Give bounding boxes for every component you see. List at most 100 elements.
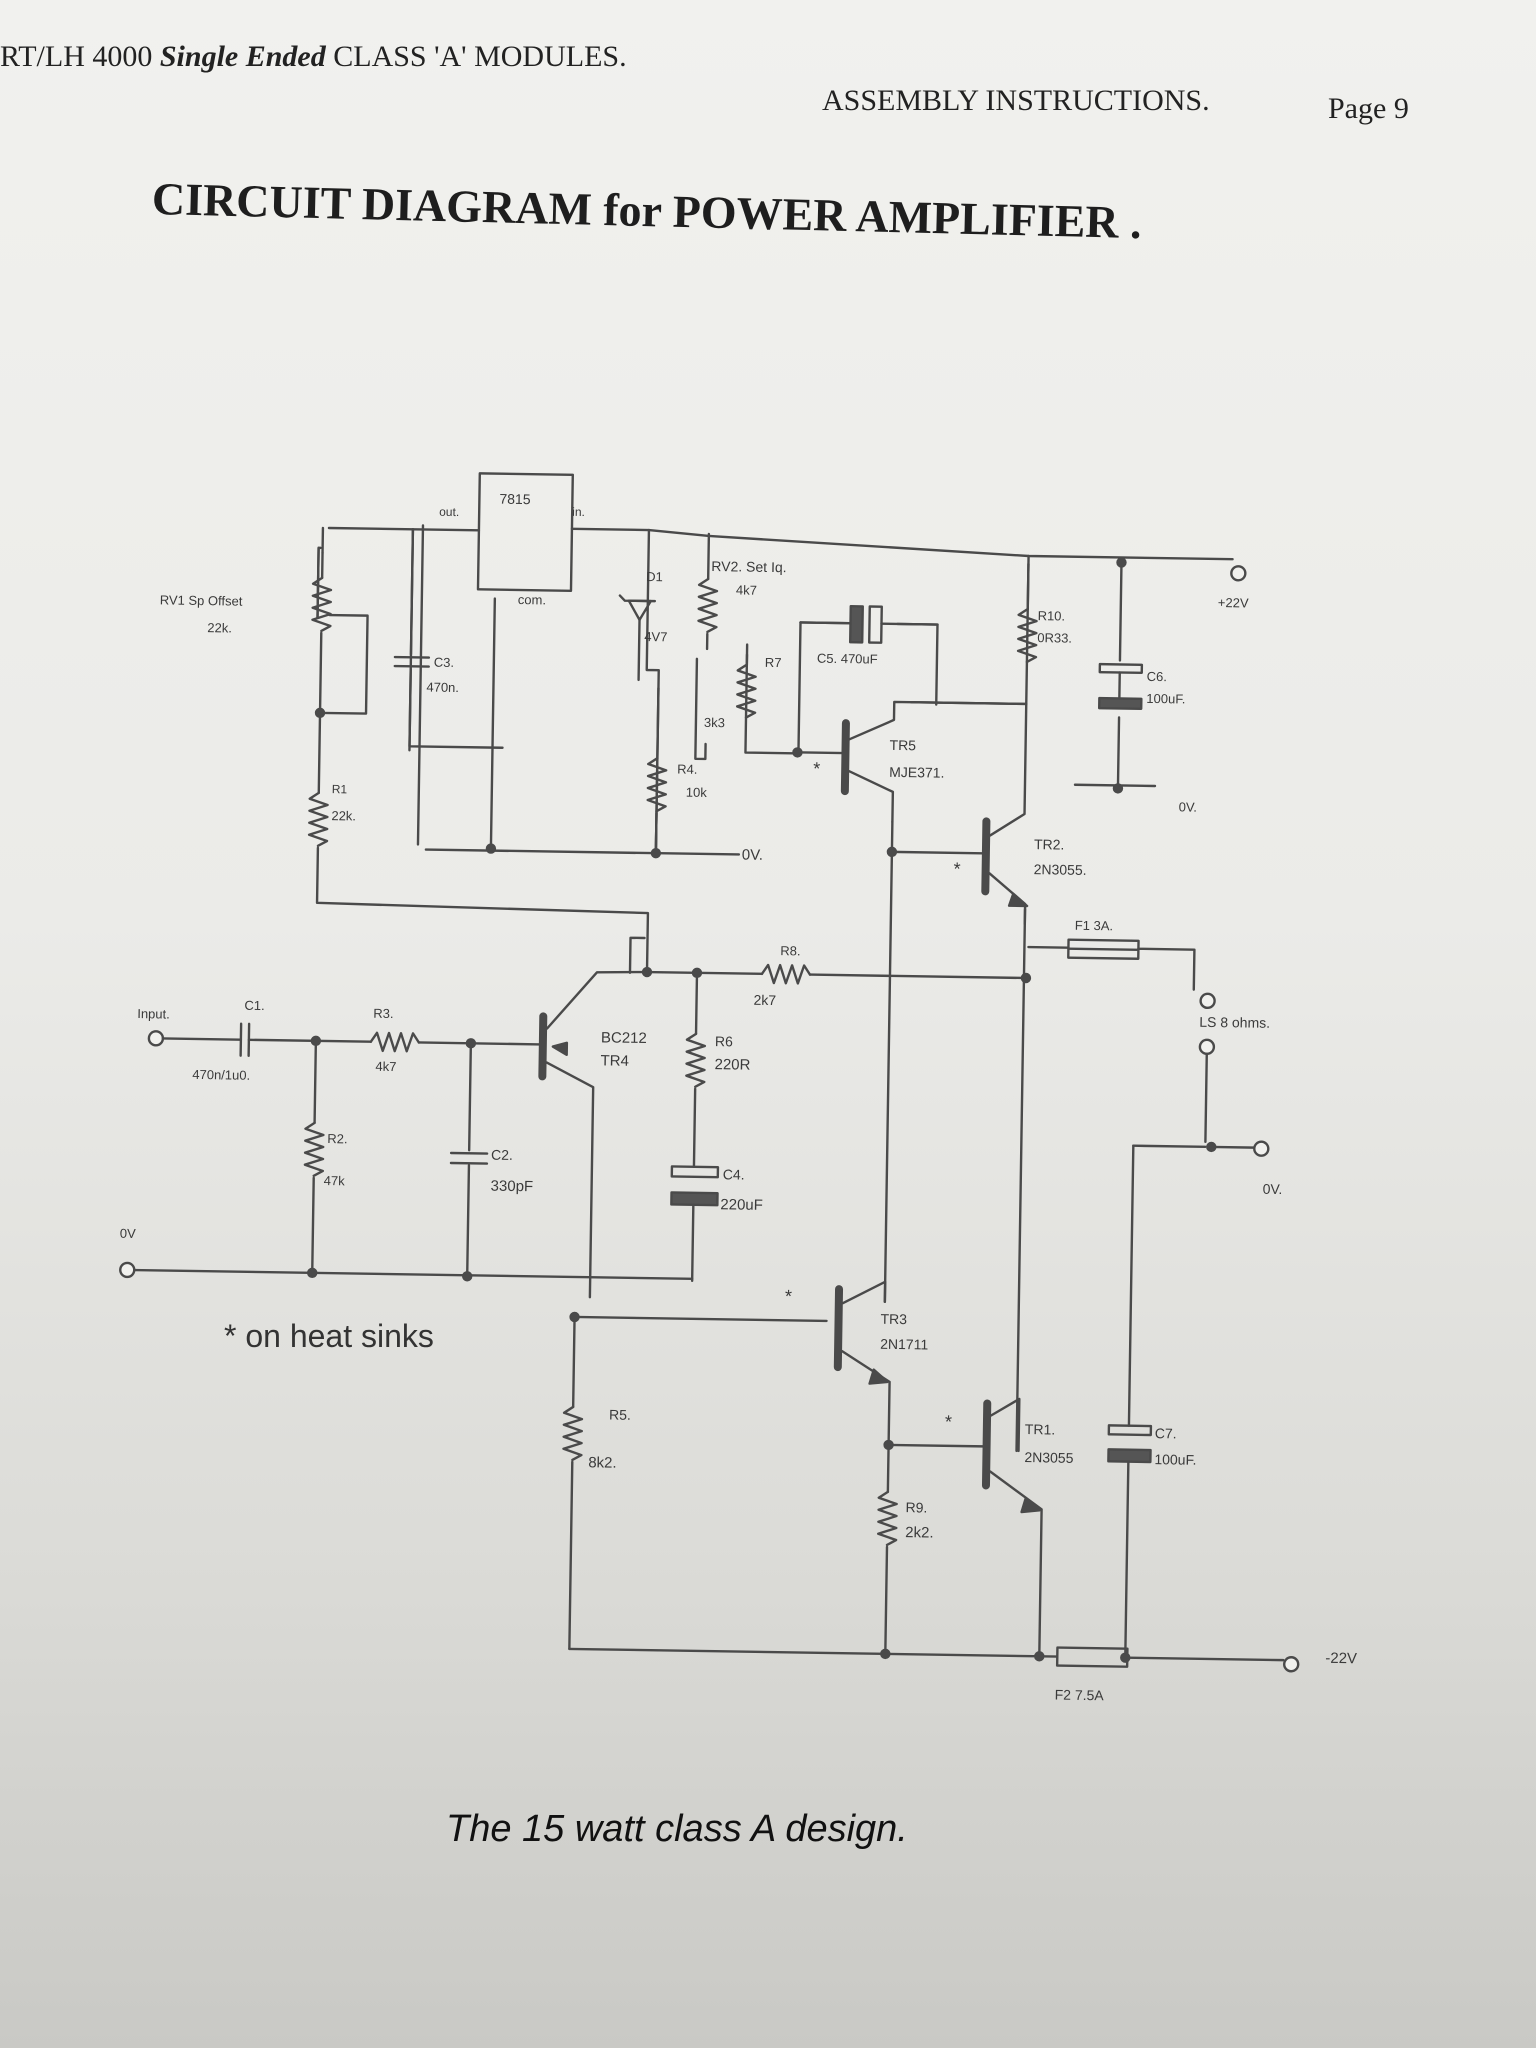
label-c6-value: 100uF. bbox=[1146, 691, 1185, 707]
label-f2: F2 7.5A bbox=[1055, 1687, 1105, 1704]
resistor-r5 bbox=[562, 1315, 584, 1651]
section-title: ASSEMBLY INSTRUCTIONS. bbox=[822, 84, 1210, 117]
fuse-f1 bbox=[1027, 938, 1196, 991]
resistor-r9 bbox=[877, 1443, 898, 1656]
label-reg-in: in. bbox=[572, 505, 585, 519]
label-0v-mid: 0V. bbox=[742, 847, 763, 864]
output-node-wires bbox=[628, 820, 1027, 1453]
module-title: RT/LH 4000 Single Ended CLASS 'A' MODULE… bbox=[0, 40, 627, 74]
label-c1-value: 470n/1u0. bbox=[192, 1067, 250, 1083]
resistor-r10 bbox=[1016, 562, 1038, 664]
label-r7-name: R7 bbox=[765, 655, 782, 670]
transistor-tr1 bbox=[883, 1397, 1043, 1658]
label-r2-value: 47k bbox=[324, 1173, 346, 1188]
label-rv1-value: 22k. bbox=[207, 620, 232, 635]
label-0v-out: 0V. bbox=[1263, 1181, 1283, 1197]
label-c3-name: C3. bbox=[434, 655, 454, 670]
transistor-tr2 bbox=[886, 702, 1029, 926]
label-r5-value: 8k2. bbox=[588, 1454, 617, 1471]
resistor-r8 bbox=[641, 963, 1032, 985]
resistor-r7 bbox=[735, 653, 757, 719]
label-0v-in: 0V bbox=[120, 1226, 136, 1241]
label-c7-name: C7. bbox=[1155, 1425, 1177, 1441]
label-r2-name: R2. bbox=[327, 1131, 347, 1146]
label-f1: F1 3A. bbox=[1075, 918, 1114, 934]
label-rv1-name: RV1 Sp Offset bbox=[160, 592, 243, 608]
label-r4-value: 10k bbox=[686, 785, 708, 800]
heatsink-mark-tr3: * bbox=[785, 1286, 792, 1306]
label-c3-value: 470n. bbox=[426, 680, 459, 696]
label-r6-name: R6 bbox=[715, 1033, 733, 1049]
zero-volt-rail-mid bbox=[424, 843, 741, 859]
zener-diode-d1 bbox=[618, 594, 657, 682]
input-stage bbox=[147, 1022, 543, 1058]
label-c4-value: 220uF bbox=[720, 1196, 763, 1214]
label-c6-name: C6. bbox=[1147, 669, 1167, 684]
label-tr2-type: 2N3055. bbox=[1034, 861, 1087, 878]
label-r10-value: 0R33. bbox=[1037, 630, 1072, 646]
label-r8-value: 2k7 bbox=[753, 992, 776, 1008]
label-r3-name: R3. bbox=[373, 1006, 393, 1021]
capacitor-c2 bbox=[449, 1042, 489, 1279]
label-d1-value: 4V7 bbox=[644, 629, 667, 644]
label-rv2-value: 4k7 bbox=[736, 582, 757, 597]
label-reg-out: out. bbox=[439, 505, 459, 519]
figure-caption: The 15 watt class A design. bbox=[446, 1808, 908, 1850]
label-d1-name: D1 bbox=[646, 569, 663, 584]
label-tr2-name: TR2. bbox=[1034, 836, 1065, 852]
label-c2-value: 330pF bbox=[490, 1178, 533, 1196]
page-header: RT/LH 4000 Single Ended CLASS 'A' MODULE… bbox=[0, 22, 1536, 125]
loudspeaker-terminals bbox=[1132, 992, 1270, 1157]
label-r4-name: R4. bbox=[677, 762, 697, 777]
label-c4-name: C4. bbox=[723, 1166, 745, 1182]
resistor-r2 bbox=[303, 1039, 325, 1277]
resistor-r4 bbox=[646, 756, 668, 855]
heatsink-note: * on heat sinks bbox=[224, 1318, 434, 1354]
resistor-r6 bbox=[685, 971, 707, 1169]
label-tr1-type: 2N3055 bbox=[1024, 1449, 1074, 1466]
label-c1-name: C1. bbox=[244, 998, 264, 1013]
module-title-suffix: CLASS 'A' MODULES. bbox=[333, 40, 627, 73]
capacitor-c6 bbox=[1097, 662, 1144, 794]
module-title-prefix: RT/LH 4000 bbox=[0, 40, 153, 73]
capacitor-c4 bbox=[670, 1165, 720, 1282]
module-title-emphasis: Single Ended bbox=[159, 40, 326, 73]
label-c5: C5. 470uF bbox=[817, 651, 878, 667]
transistor-tr4 bbox=[538, 970, 649, 1299]
label-c2-name: C2. bbox=[491, 1147, 513, 1163]
label-0v-top: 0V. bbox=[1179, 799, 1198, 814]
resistor-r1 bbox=[307, 711, 650, 974]
label-reg-com: com. bbox=[518, 592, 546, 607]
capacitor-c3 bbox=[393, 528, 431, 752]
label-tr3-name: TR3 bbox=[880, 1311, 907, 1327]
label-minus-22v: -22V bbox=[1325, 1650, 1357, 1667]
label-r1-name: R1 bbox=[332, 782, 348, 796]
capacitor-c7 bbox=[1107, 1144, 1153, 1659]
rv1-potentiometer bbox=[311, 551, 369, 719]
zero-volt-rail-input bbox=[119, 1261, 694, 1282]
page-number: Page 9 bbox=[1328, 92, 1409, 125]
label-plus-22v: +22V bbox=[1218, 595, 1249, 610]
capacitor-c5 bbox=[799, 605, 939, 644]
rv2-potentiometer bbox=[697, 577, 719, 651]
label-r9-value: 2k2. bbox=[905, 1524, 934, 1541]
label-r9-name: R9. bbox=[905, 1499, 927, 1515]
label-r8-name: R8. bbox=[780, 943, 800, 958]
label-c7-value: 100uF. bbox=[1154, 1451, 1196, 1468]
transistor-tr3 bbox=[569, 1280, 891, 1444]
plus-22v-terminal bbox=[1116, 557, 1247, 582]
label-tr1-name: TR1. bbox=[1025, 1421, 1056, 1437]
heatsink-mark-tr5: * bbox=[813, 759, 820, 779]
label-r1-value: 22k. bbox=[331, 808, 356, 823]
label-tr5-name: TR5 bbox=[889, 737, 916, 753]
label-tr3-type: 2N1711 bbox=[880, 1336, 928, 1353]
label-r7-value: 3k3 bbox=[704, 715, 725, 730]
label-tr4-type: BC212 bbox=[601, 1029, 647, 1047]
label-tr4-name: TR4 bbox=[600, 1052, 629, 1069]
label-r10-name: R10. bbox=[1038, 608, 1066, 623]
label-r3-value: 4k7 bbox=[375, 1059, 396, 1074]
label-tr5-type: MJE371. bbox=[889, 764, 944, 781]
label-7815: 7815 bbox=[499, 491, 531, 507]
